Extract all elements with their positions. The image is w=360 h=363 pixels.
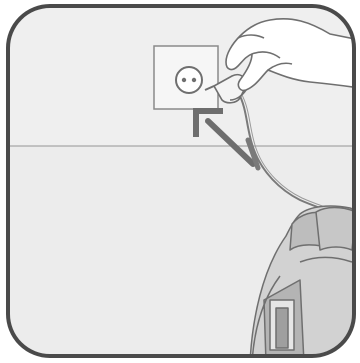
socket-outlet-icon	[176, 67, 202, 93]
wall-socket	[154, 46, 218, 109]
